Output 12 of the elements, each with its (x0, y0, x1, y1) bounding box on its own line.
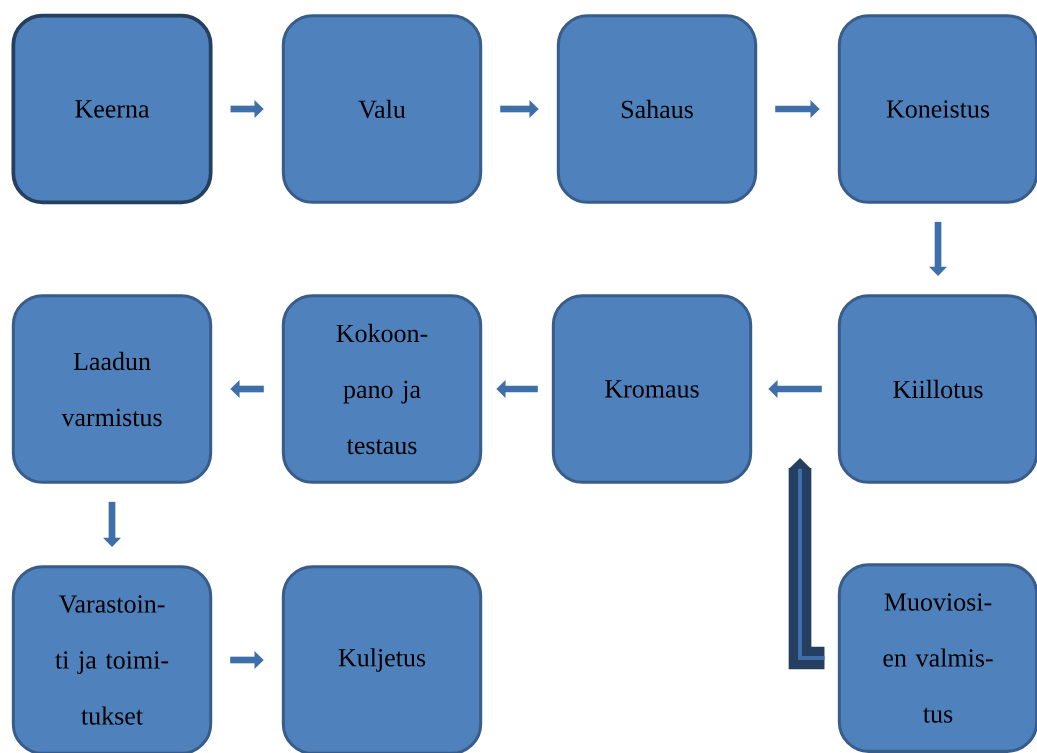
process-box: Kiillotus (837, 294, 1037, 484)
process-box: Kromaus (551, 294, 753, 484)
process-box: Keerna (11, 13, 213, 205)
process-box: Laadun varmistus (11, 294, 213, 484)
process-box: Muoviosi- en valmis- tus (837, 563, 1037, 753)
process-box: Sahaus (556, 14, 758, 204)
process-box: Kuljetus (281, 565, 483, 753)
arrow (788, 458, 825, 670)
process-box: Valu (281, 14, 483, 204)
process-box: Kokoon- pano ja testaus (281, 294, 483, 484)
process-box: Varastoin- ti ja toimi- tukset (11, 565, 213, 753)
process-box: Koneistus (837, 14, 1037, 204)
